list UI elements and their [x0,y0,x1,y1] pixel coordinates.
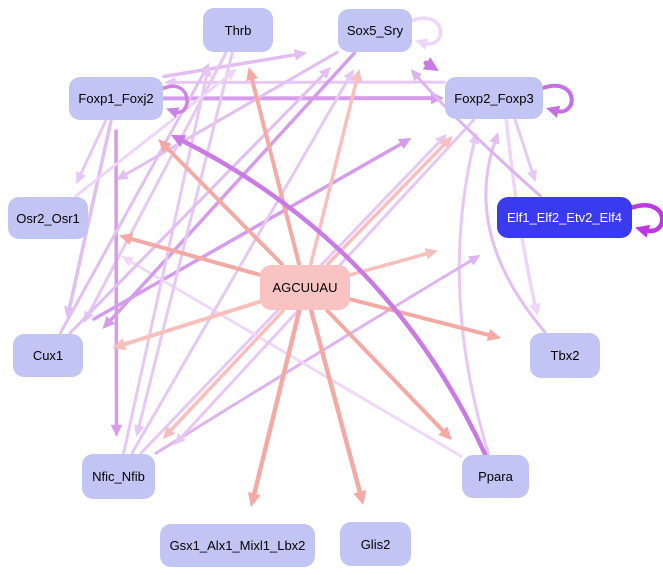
edge-line [251,308,302,500]
edge-line [130,74,352,455]
edge-arrowhead [415,38,429,50]
edge-arrowhead [397,138,412,150]
edge-line [309,308,364,498]
edge-arrowhead [112,338,127,351]
node-foxp1_foxj2[interactable]: Foxp1_Foxj2 [69,77,163,120]
node-glis2[interactable]: Glis2 [340,522,411,566]
edge-arrowhead [486,328,501,341]
edge-arrowhead [201,65,212,78]
edge-line [484,138,547,334]
edge-line [161,84,189,114]
edge-line [125,235,261,277]
edge-arrowhead [174,432,186,445]
edge-line [74,72,233,198]
edge-line [325,309,448,436]
edge-line [326,140,449,266]
edge-line [136,51,234,431]
node-tbx2[interactable]: Tbx2 [530,333,600,378]
edge-arrowhead [350,69,363,83]
edge-arrowhead [166,107,180,119]
edge-arrowhead [102,316,116,329]
edge-arrowhead [353,489,367,505]
edge-line [349,297,495,338]
edge-arrowhead [438,426,452,440]
edge-line [121,50,339,178]
node-sox5_sry[interactable]: Sox5_Sry [338,9,412,52]
node-gsx1_alx1_mixl1_lbx2[interactable]: Gsx1_Alx1_Mixl1_Lbx2 [160,524,315,567]
edge-arrowhead [110,424,123,437]
edge-line [86,51,228,318]
edge-arrowhead [422,57,439,71]
edge-line [67,119,113,313]
node-elf1_elf2_etv2_elf4[interactable]: Elf1_Elf2_Etv2_Elf4 [497,197,632,238]
edge-arrowhead [489,132,500,145]
edge-arrowhead [435,134,447,146]
edge-line [92,140,406,321]
edge-arrowhead [546,105,561,118]
edge-arrowhead [293,49,307,61]
edge-arrowhead [162,426,176,439]
edge-arrowhead [134,424,145,437]
edge-line [309,75,360,266]
edge-arrowhead [171,135,187,148]
edge-line [414,73,542,198]
edge-line [249,73,302,266]
edge-line [126,258,463,458]
edge-line [118,299,261,348]
edge-line [166,309,285,435]
node-osr2_osr1[interactable]: Osr2_Osr1 [8,197,88,239]
edge-arrowhead [468,132,480,145]
edge-line [513,118,535,176]
edge-arrowhead [116,169,129,180]
edge-arrowhead [224,69,237,81]
edge-arrowhead [319,67,331,79]
edge-arrowhead [424,248,438,260]
edge-arrowhead [410,69,423,82]
edge-arrowhead [246,67,259,82]
edge-arrowhead [247,492,261,507]
node-thrb[interactable]: Thrb [203,8,273,52]
edge-arrowhead [119,233,134,245]
edge-arrowhead [635,224,651,238]
edge-line [541,83,574,114]
edge-line [177,137,488,457]
edge-arrowhead [526,169,537,182]
edge-arrowhead [83,310,94,323]
edge-line [122,71,209,455]
edge-line [106,51,357,325]
node-agcuuau[interactable]: AGCUUAU [260,265,350,310]
edge-line [629,203,663,234]
node-nfic_nfib[interactable]: Nfic_Nfib [82,454,155,499]
node-foxp2_foxp3[interactable]: Foxp2_Foxp3 [445,77,543,119]
node-ppara[interactable]: Ppara [462,455,529,498]
edge-line [162,52,301,79]
edge-line [457,138,491,456]
edge-line [78,119,108,179]
edge-arrowhead [467,255,481,266]
edge-arrowhead [529,302,541,316]
edge-arrowhead [439,136,453,149]
edge-line [68,71,327,335]
node-cux1[interactable]: Cux1 [13,334,83,377]
edge-line [410,16,443,46]
edge-arrowhead [158,139,172,153]
edge-line [162,143,284,266]
edge-arrowhead [343,69,354,82]
edge-arrowhead [76,171,86,184]
edge-arrowhead [121,256,134,267]
